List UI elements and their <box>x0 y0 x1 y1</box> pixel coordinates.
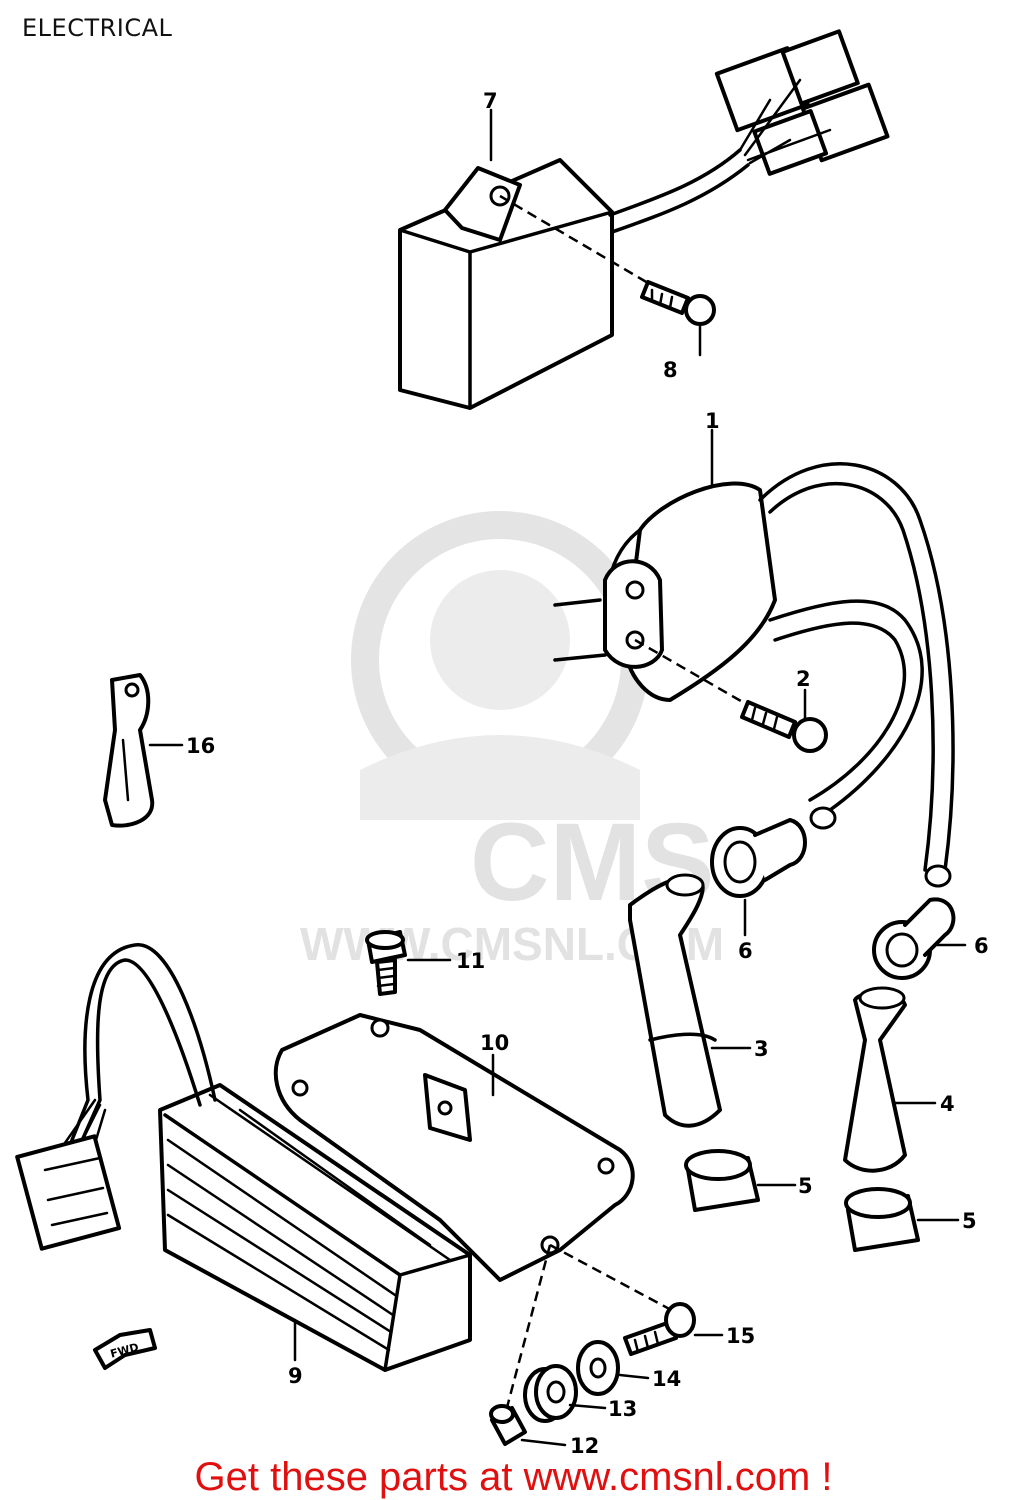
boot-6-left <box>710 818 807 898</box>
callout-15: 15 <box>726 1324 755 1348</box>
bolt-8 <box>640 280 716 326</box>
callout-14: 14 <box>652 1367 681 1391</box>
clamp-16 <box>103 673 155 828</box>
callout-6-left: 6 <box>738 939 753 963</box>
plug-cap-3 <box>628 873 722 1128</box>
callout-5-right: 5 <box>962 1209 977 1233</box>
callout-1: 1 <box>705 409 720 433</box>
callout-7: 7 <box>483 89 498 113</box>
fwd-arrow: FWD <box>93 1328 157 1370</box>
callout-4: 4 <box>940 1092 955 1116</box>
cap-5-right <box>844 1187 920 1252</box>
collar-12 <box>489 1404 527 1446</box>
grommet-13 <box>523 1364 578 1423</box>
callout-6-right: 6 <box>974 934 989 958</box>
ignition-coil <box>553 462 955 888</box>
footer-link-text[interactable]: Get these parts at www.cmsnl.com ! <box>194 1455 833 1499</box>
callout-13: 13 <box>608 1397 637 1421</box>
bolt-11 <box>365 930 407 996</box>
page-title: ELECTRICAL <box>22 14 173 42</box>
callout-16: 16 <box>186 734 215 758</box>
callout-8: 8 <box>663 358 678 382</box>
callout-3: 3 <box>754 1037 769 1061</box>
boot-6-right <box>872 897 956 980</box>
bolt-2 <box>740 700 828 753</box>
callout-10: 10 <box>480 1031 509 1055</box>
callout-9: 9 <box>288 1364 303 1388</box>
plug-cap-4 <box>843 986 907 1173</box>
callout-5-left: 5 <box>798 1174 813 1198</box>
bolt-15 <box>623 1302 696 1356</box>
regulator-rectifier-9 <box>15 943 472 1372</box>
callout-12: 12 <box>570 1434 599 1458</box>
leader-lines <box>148 108 967 1447</box>
cap-5-left <box>684 1149 760 1212</box>
washer-14 <box>576 1340 620 1396</box>
bracket-10 <box>273 1013 635 1282</box>
callout-2: 2 <box>796 667 811 691</box>
cdi-unit <box>398 29 890 410</box>
callout-11: 11 <box>456 949 485 973</box>
